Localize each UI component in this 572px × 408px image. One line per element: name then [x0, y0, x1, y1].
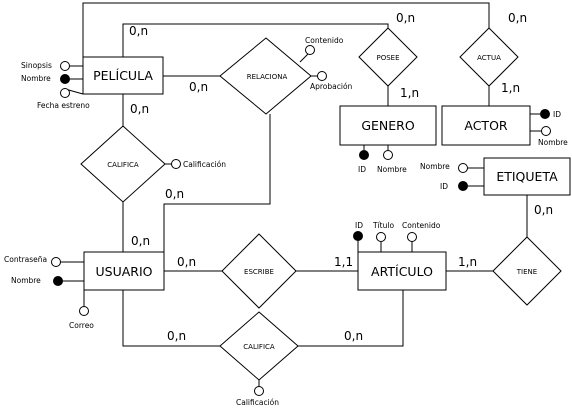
attr-label-etiqueta-id: ID: [440, 182, 448, 191]
attr-articulo-titulo: [376, 232, 386, 242]
attr-pelicula-nombre: [60, 74, 70, 84]
entity-etiqueta-label: ETIQUETA: [496, 169, 558, 184]
attr-label-pelicula-fecha-estreno: Fecha estreno: [37, 101, 90, 110]
attr-label-usuario-nombre: Nombre: [11, 276, 41, 285]
relationship-tiene-label: TIENE: [516, 268, 537, 276]
line-pelicula-top-rail: [82, 2, 490, 60]
attr-label-etiqueta-nombre: Nombre: [420, 162, 450, 171]
relationship-relaciona: RELACIONA: [219, 37, 312, 115]
cardinality-labels: 0,n 0,n 0,n 1,n 1,n 0,n 0,n 0,n 0,n 0,n …: [129, 11, 553, 343]
attr-label-genero-nombre: Nombre: [377, 165, 407, 174]
attr-label-relaciona-aprobacion: Aprobación: [310, 82, 353, 91]
attr-label-califica-articulo-calificacion: Calificación: [236, 398, 279, 407]
relationship-posee-label: POSEE: [376, 54, 399, 62]
attr-label-genero-id: ID: [358, 165, 366, 174]
relationship-califica-pelicula-label: CALIFICA: [107, 161, 139, 169]
relationship-califica-articulo-label: CALIFICA: [243, 343, 275, 351]
card-usuario-califica2: 0,n: [167, 329, 186, 343]
attr-usuario-correo: [79, 306, 89, 316]
attr-label-usuario-correo: Correo: [69, 321, 94, 330]
attribute-markers: [51, 45, 551, 396]
relationship-tiene: TIENE: [492, 236, 562, 306]
card-pelicula-top: 0,n: [129, 24, 148, 38]
card-usuario-escribe: 0,n: [177, 255, 196, 269]
attr-usuario-nombre: [53, 276, 63, 286]
attr-label-pelicula-nombre: Nombre: [21, 74, 51, 83]
card-articulo-tiene: 1,n: [458, 255, 477, 269]
attr-actor-nombre: [541, 126, 551, 136]
attr-relaciona-contenido: [305, 45, 315, 55]
entity-genero: GENERO: [339, 105, 437, 146]
attr-genero-id: [359, 150, 369, 160]
line-pelicula-posee: [122, 23, 389, 57]
line-relaciona-usuario: [163, 114, 271, 252]
card-pelicula-califica: 0,n: [130, 102, 149, 116]
card-relaciona-usuario: 0,n: [165, 187, 184, 201]
card-actua-actor: 1,n: [501, 81, 520, 95]
attr-label-actor-nombre: Nombre: [538, 138, 568, 147]
card-escribe-articulo: 1,1: [334, 255, 353, 269]
attr-label-articulo-contenido: Contenido: [402, 221, 441, 230]
attribute-labels: Sinopsis Nombre Fecha estreno Contenido …: [4, 36, 568, 407]
relationship-califica-articulo: CALIFICA: [219, 311, 299, 381]
card-pelicula-relaciona: 0,n: [189, 80, 208, 94]
attr-relaciona-aprobacion: [317, 71, 327, 81]
attr-etiqueta-nombre: [458, 163, 468, 173]
card-articulo-califica2: 0,n: [344, 329, 363, 343]
relationship-escribe: ESCRIBE: [221, 233, 297, 309]
attr-actor-id: [540, 109, 550, 119]
attr-pelicula-fecha-estreno: [60, 88, 70, 98]
entity-etiqueta: ETIQUETA: [483, 157, 571, 196]
attr-etiqueta-id: [458, 181, 468, 191]
card-actua-top: 0,n: [508, 11, 527, 25]
relationship-actua-label: ACTUA: [477, 54, 501, 62]
attr-pelicula-sinopsis: [60, 61, 70, 71]
attr-label-usuario-contrasena: Contraseña: [4, 255, 47, 264]
entity-articulo: ARTÍCULO: [357, 251, 447, 291]
entity-usuario: USUARIO: [83, 251, 165, 291]
attr-usuario-contrasena: [51, 257, 61, 267]
entity-usuario-label: USUARIO: [96, 264, 153, 279]
attr-genero-nombre: [383, 150, 393, 160]
card-califica-usuario: 0,n: [131, 234, 150, 248]
entity-actor-label: ACTOR: [464, 118, 508, 133]
entity-genero-label: GENERO: [361, 118, 415, 133]
card-posee-genero: 1,n: [400, 86, 419, 100]
attr-articulo-contenido: [407, 232, 417, 242]
relationship-posee: POSEE: [358, 27, 418, 87]
attr-label-actor-id: ID: [553, 110, 561, 119]
attr-califica-articulo-calificacion: [254, 386, 264, 396]
relationship-escribe-label: ESCRIBE: [244, 268, 274, 276]
attr-label-relaciona-contenido: Contenido: [305, 36, 344, 45]
entity-pelicula-label: PELÍCULA: [93, 68, 153, 83]
relationship-califica-pelicula: CALIFICA: [80, 125, 166, 203]
attr-label-pelicula-sinopsis: Sinopsis: [21, 61, 52, 70]
entity-actor: ACTOR: [441, 105, 531, 146]
entity-articulo-label: ARTÍCULO: [371, 264, 433, 279]
line-califica2-articulo: [298, 290, 404, 347]
connection-lines: [82, 2, 528, 347]
attr-label-articulo-titulo: Título: [372, 221, 394, 230]
attr-califica-pelicula-calificacion: [171, 159, 181, 169]
relationship-relaciona-label: RELACIONA: [247, 73, 288, 81]
line-usuario-califica2: [122, 290, 220, 347]
relationship-actua: ACTUA: [459, 27, 519, 87]
card-etiqueta-tiene: 0,n: [534, 203, 553, 217]
attr-articulo-id: [353, 231, 363, 241]
attr-label-articulo-id: ID: [355, 221, 363, 230]
entity-pelicula: PELÍCULA: [82, 56, 164, 95]
card-posee-top: 0,n: [396, 11, 415, 25]
attr-label-califica-pelicula-calificacion: Calificación: [183, 160, 226, 169]
